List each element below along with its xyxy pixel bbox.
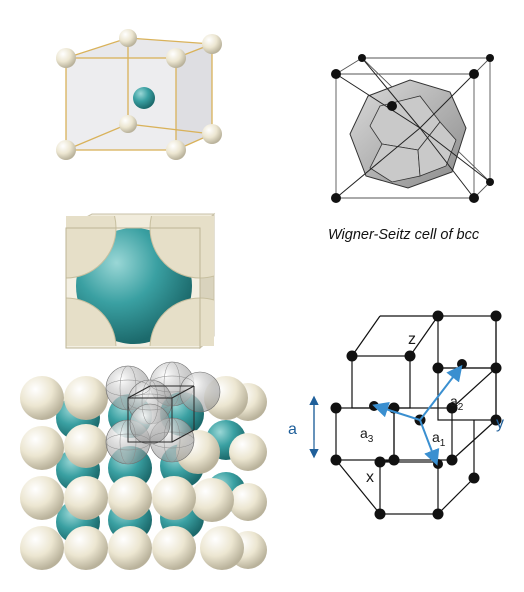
vector-a2 — [419, 364, 463, 421]
bcc-space-filling-cell — [65, 212, 216, 350]
corner-atom — [56, 48, 76, 68]
wigner-seitz-cell — [331, 54, 494, 203]
corner-atom — [56, 140, 76, 160]
label-y: y — [496, 415, 504, 432]
corner-atom — [166, 48, 186, 68]
wigner-seitz-caption: Wigner-Seitz cell of bcc — [328, 227, 480, 243]
corner-atom — [202, 124, 222, 144]
bcc-crystal-packing — [20, 361, 267, 570]
bcc-unit-cell — [56, 29, 222, 160]
bcc-primitive-vectors: z x y a a1 a2 a3 — [288, 310, 504, 520]
label-a: a — [288, 421, 297, 438]
label-z: z — [408, 331, 416, 348]
corner-atom — [119, 115, 137, 133]
label-a2: a2 — [450, 393, 464, 413]
corner-atom — [166, 140, 186, 160]
lattice-points — [330, 310, 502, 520]
vector-a3 — [372, 402, 421, 421]
corner-atom — [202, 34, 222, 54]
label-a3: a3 — [360, 425, 374, 445]
corner-atom — [119, 29, 137, 47]
glass-atoms — [105, 361, 221, 465]
vector-a1 — [419, 419, 440, 466]
label-a1: a1 — [432, 429, 446, 449]
label-x: x — [366, 469, 374, 486]
center-atom — [133, 87, 155, 109]
